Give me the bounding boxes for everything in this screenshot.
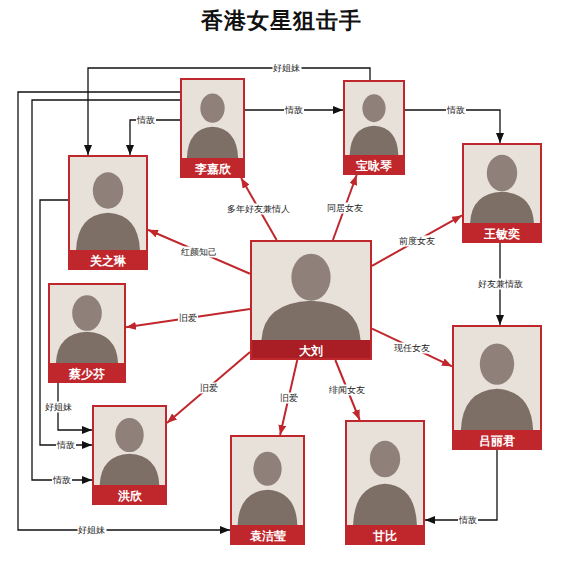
relation-label: 好姐妹 bbox=[77, 525, 106, 536]
person-name: 蔡少芬 bbox=[69, 367, 105, 381]
relation-label: 旧爱 bbox=[279, 392, 299, 403]
name-bar: 蔡少芬 bbox=[50, 363, 124, 381]
name-bar: 甘比 bbox=[347, 525, 423, 543]
portrait-placeholder bbox=[50, 285, 124, 363]
relation-label: 同居女友 bbox=[326, 202, 364, 213]
relation-label: 情敌 bbox=[458, 515, 478, 526]
relation-label: 情敌 bbox=[56, 440, 76, 451]
relation-arrow bbox=[126, 309, 250, 327]
name-bar: 吕丽君 bbox=[454, 430, 540, 448]
name-bar: 王敏奕 bbox=[464, 223, 540, 241]
name-bar: 大刘 bbox=[252, 340, 370, 358]
relation-label: 红颜知己 bbox=[180, 246, 218, 257]
portrait-placeholder bbox=[345, 82, 403, 155]
person-name: 王敏奕 bbox=[484, 227, 520, 241]
portrait-placeholder bbox=[70, 157, 146, 250]
portrait-box: 甘比 bbox=[345, 420, 425, 545]
diagram-title: 香港女星狙击手 bbox=[0, 6, 563, 36]
relation-arrow bbox=[148, 230, 250, 274]
relation-arrow bbox=[167, 352, 250, 423]
relation-arrow bbox=[372, 329, 452, 367]
portrait-placeholder bbox=[182, 80, 243, 158]
relation-label: 情敌 bbox=[446, 105, 466, 116]
person-name: 关之琳 bbox=[90, 254, 126, 268]
person-name: 甘比 bbox=[373, 529, 397, 543]
portrait-placeholder bbox=[232, 437, 303, 525]
relation-label: 现任女友 bbox=[393, 342, 431, 353]
portrait-box: 袁洁莹 bbox=[230, 435, 305, 545]
person-name: 吕丽君 bbox=[479, 434, 515, 448]
name-bar: 关之琳 bbox=[70, 250, 146, 268]
person-name: 大刘 bbox=[299, 344, 323, 358]
relation-label: 多年好友兼情人 bbox=[226, 204, 291, 215]
relation-label: 好友兼情敌 bbox=[477, 279, 524, 290]
portrait-placeholder bbox=[347, 422, 423, 525]
portrait-box: 洪欣 bbox=[92, 405, 167, 505]
person-name: 洪欣 bbox=[118, 489, 142, 503]
portrait-box: 李嘉欣 bbox=[180, 78, 245, 178]
relation-arrow bbox=[372, 215, 462, 265]
portrait-box: 吕丽君 bbox=[452, 325, 542, 450]
relation-label: 旧爱 bbox=[178, 313, 198, 324]
relation-label: 前度女友 bbox=[398, 235, 436, 246]
portrait-placeholder bbox=[454, 327, 540, 430]
name-bar: 李嘉欣 bbox=[182, 158, 243, 176]
portrait-box: 大刘 bbox=[250, 240, 372, 360]
portrait-placeholder bbox=[94, 407, 165, 485]
relation-label: 绯闻女友 bbox=[328, 385, 366, 396]
portrait-placeholder bbox=[464, 145, 540, 223]
portrait-placeholder bbox=[252, 242, 370, 340]
relation-label: 旧爱 bbox=[199, 382, 219, 393]
person-name: 宝咏琴 bbox=[356, 159, 392, 173]
portrait-box: 蔡少芬 bbox=[48, 283, 126, 383]
portrait-box: 王敏奕 bbox=[462, 143, 542, 243]
relation-label: 情敌 bbox=[52, 475, 72, 486]
relation-label: 好姐妹 bbox=[272, 63, 301, 74]
portrait-box: 关之琳 bbox=[68, 155, 148, 270]
name-bar: 袁洁莹 bbox=[232, 525, 303, 543]
person-name: 李嘉欣 bbox=[195, 162, 231, 176]
relation-label: 好姐妹 bbox=[44, 402, 73, 413]
relation-label: 情敌 bbox=[284, 105, 304, 116]
relation-arrow bbox=[425, 450, 497, 520]
name-bar: 宝咏琴 bbox=[345, 155, 403, 173]
portrait-box: 宝咏琴 bbox=[343, 80, 405, 175]
relation-label: 情敌 bbox=[136, 115, 156, 126]
name-bar: 洪欣 bbox=[94, 485, 165, 503]
person-name: 袁洁莹 bbox=[250, 529, 286, 543]
